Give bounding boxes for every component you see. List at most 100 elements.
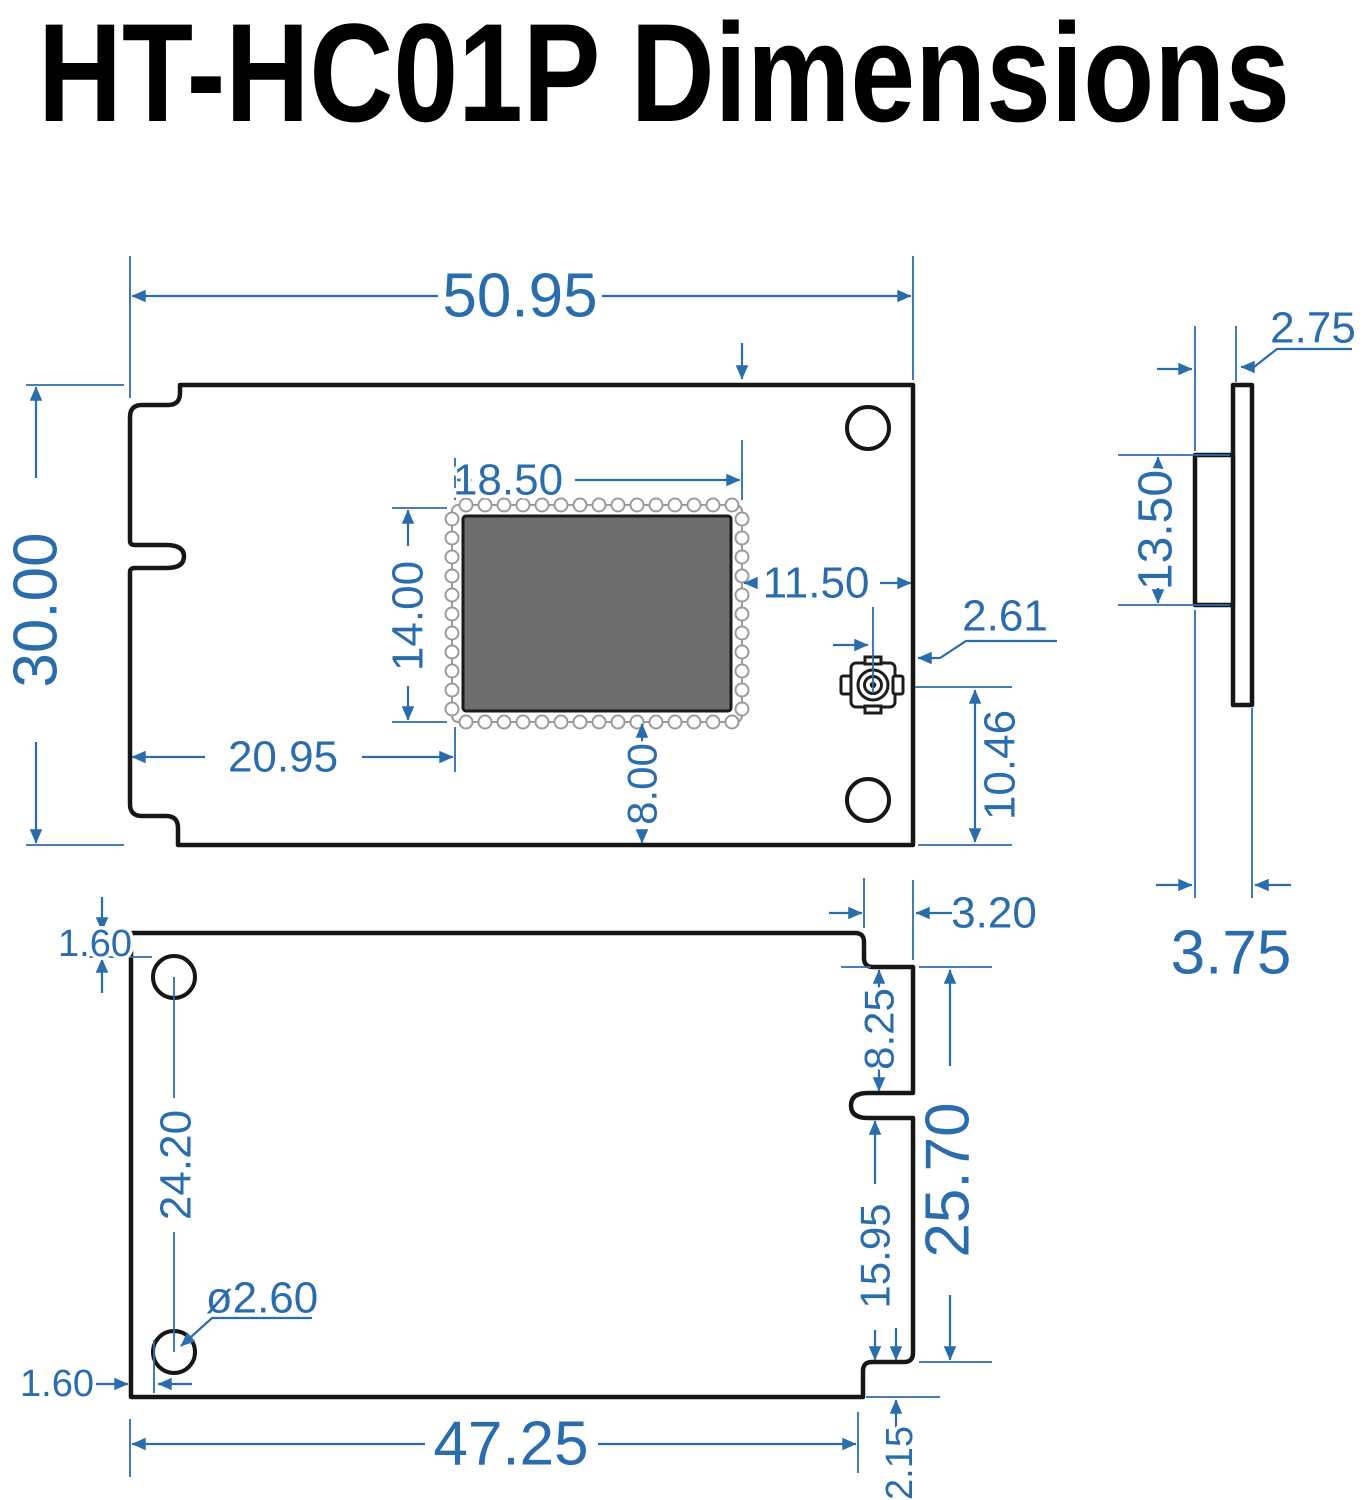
- mounting-hole-top-right: [845, 405, 891, 451]
- shield-scallop-bump: [667, 497, 683, 513]
- mounting-hole-bottom-right: [845, 777, 891, 823]
- shield-scallop-bump: [572, 497, 588, 513]
- dim-bottom-step-height: 2.15: [866, 1328, 940, 1500]
- leader-line: [917, 639, 1057, 665]
- shield-scallop-bump: [534, 714, 550, 730]
- ufl-tab-left: [839, 674, 853, 696]
- shield-scallop-bump: [734, 701, 750, 717]
- shield-scallop-bump: [444, 644, 460, 660]
- dim-board-height: 30.00: [0, 384, 124, 846]
- dim-shield-right-gap: 11.50: [743, 555, 912, 611]
- shield-scallop-bump: [515, 497, 531, 513]
- shield-scallop-bump: [444, 530, 460, 546]
- dim-label: 47.25: [433, 1410, 588, 1479]
- shield-scallop-bump: [724, 497, 740, 513]
- shield-scallop-bump: [724, 714, 740, 730]
- dim-step-to-slot: 8.25: [841, 966, 906, 1092]
- bottom-view: 1.60 24.20 ø2.60 1.60 47.25: [17, 878, 1040, 1500]
- dim-right-edge-height: 25.70: [910, 966, 992, 1363]
- shield-scallop-bump: [629, 497, 645, 513]
- dim-label: 3.20: [951, 889, 1037, 938]
- dim-label: 8.00: [619, 743, 666, 825]
- dim-label: 1.60: [58, 923, 132, 965]
- dim-hole-diameter: ø2.60: [180, 1270, 322, 1347]
- dim-bottom-width: 47.25: [129, 1406, 859, 1482]
- dim-label: 2.75: [1270, 304, 1356, 353]
- shield-scallop-bump: [734, 587, 750, 603]
- dim-antenna-bottom-offset: 10.46: [915, 686, 1028, 846]
- side-view-connector: [1192, 452, 1236, 608]
- shield-scallop-bump: [534, 497, 550, 513]
- shield-scallop-bump: [444, 606, 460, 622]
- shield-scallop-bump: [572, 714, 588, 730]
- shield-can: [461, 514, 733, 713]
- shield-scallop-bump: [496, 714, 512, 730]
- shield-scallop-bump: [686, 714, 702, 730]
- shield-scallop-bump: [591, 714, 607, 730]
- shield-scallops: [444, 497, 750, 730]
- dim-label: 14.00: [384, 561, 433, 671]
- dim-label: 18.50: [453, 456, 563, 505]
- side-view-pcb: [1230, 382, 1255, 708]
- dim-label: ø2.60: [206, 1274, 319, 1323]
- shield-scallop-bump: [734, 606, 750, 622]
- dim-slot-to-bottom-step: 15.95: [848, 1120, 902, 1361]
- dim-label: 3.75: [1171, 919, 1292, 988]
- dim-total-thickness: 3.75: [1156, 610, 1295, 991]
- leader-line: [180, 1316, 312, 1347]
- shield-scallop-bump: [667, 714, 683, 730]
- dim-hole-left-edge-gap: 1.60: [17, 1340, 192, 1409]
- shield-scallop-bump: [648, 714, 664, 730]
- shield-scallop-bump: [444, 682, 460, 698]
- dim-shield-left-offset: 20.95: [131, 727, 456, 785]
- dim-label: 11.50: [763, 559, 870, 608]
- dim-connector-length: 13.50: [1118, 454, 1230, 606]
- shield-scallop-bump: [444, 549, 460, 565]
- dim-shield-bottom-offset: 8.00: [615, 723, 669, 844]
- shield-scallop-bump: [553, 497, 569, 513]
- dim-label: 8.25: [856, 988, 903, 1070]
- shield-scallop-bump: [734, 682, 750, 698]
- shield-scallop-bump: [444, 568, 460, 584]
- shield-scallop-bump: [734, 568, 750, 584]
- shield-scallop-bump: [734, 663, 750, 679]
- dim-pcb-thickness: 2.75: [1157, 300, 1359, 451]
- dim-label: 20.95: [228, 733, 338, 782]
- ufl-tab-right: [891, 674, 905, 696]
- dim-antenna-edge-gap: 2.61: [833, 588, 1057, 693]
- shield-scallop-bump: [477, 497, 493, 513]
- side-view: 2.75 13.50 3.75: [1118, 300, 1359, 991]
- dim-shield-width: 18.50: [449, 343, 749, 508]
- shield-scallop-bump: [444, 511, 460, 527]
- dim-hole-top-edge-gap: 1.60: [55, 897, 152, 993]
- shield-scallop-bump: [444, 625, 460, 641]
- shield-scallop-bump: [734, 644, 750, 660]
- dim-step-width: 3.20: [829, 878, 1040, 960]
- dim-label: 15.95: [852, 1203, 899, 1308]
- dim-shield-height: 14.00: [380, 507, 447, 723]
- bottom-view-board-outline: [128, 930, 916, 1400]
- shield-scallop-bump: [496, 497, 512, 513]
- shield-scallop-bump: [610, 497, 626, 513]
- dim-label: 25.70: [914, 1102, 983, 1257]
- top-view: 50.95 30.00 18.50 14.00: [0, 256, 1057, 848]
- dim-label: 2.15: [879, 1426, 921, 1500]
- shield-scallop-bump: [444, 587, 460, 603]
- shield-scallop-bump: [458, 714, 474, 730]
- dim-label: 24.20: [152, 1110, 201, 1220]
- ufl-tab-bottom: [863, 704, 883, 715]
- shield-scallop-bump: [477, 714, 493, 730]
- shield-scallop-bump: [686, 497, 702, 513]
- dim-board-width: 50.95: [129, 256, 914, 398]
- ufl-antenna-connector: [839, 655, 905, 715]
- dim-label: 13.50: [1130, 470, 1183, 590]
- shield-scallop-bump: [734, 549, 750, 565]
- shield-scallop-bump: [705, 714, 721, 730]
- shield-scallop-bump: [734, 530, 750, 546]
- shield-scallop-bump: [734, 511, 750, 527]
- shield-scallop-bump: [553, 714, 569, 730]
- dim-label: 1.60: [20, 1363, 94, 1405]
- dim-hole-pitch: 24.20: [148, 977, 204, 1352]
